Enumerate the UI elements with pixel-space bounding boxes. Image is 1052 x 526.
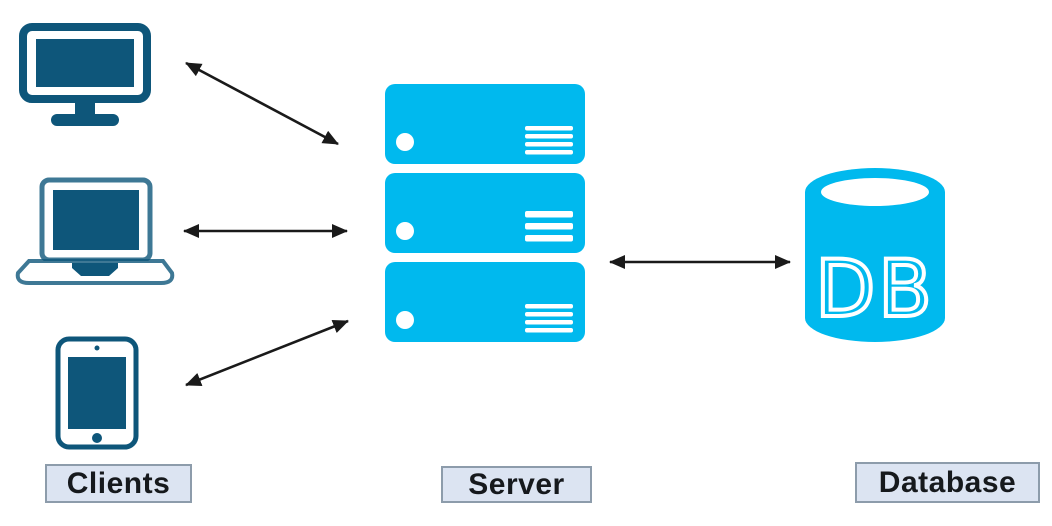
server-unit-1 <box>385 84 585 164</box>
server-unit-3 <box>385 262 585 342</box>
desktop-icon <box>19 23 151 126</box>
laptop-icon <box>15 177 175 285</box>
label-clients: Clients <box>45 464 192 503</box>
database-cylinder-icon: DB <box>805 168 945 342</box>
database-db-text: DB <box>815 245 935 335</box>
server-unit-2 <box>385 173 585 253</box>
arrow-desktop-server <box>185 61 339 146</box>
label-database: Database <box>855 462 1040 503</box>
server-stack-icon <box>385 84 585 342</box>
label-server: Server <box>441 466 592 503</box>
arrow-tablet-server <box>185 319 349 387</box>
tablet-icon <box>55 336 139 450</box>
